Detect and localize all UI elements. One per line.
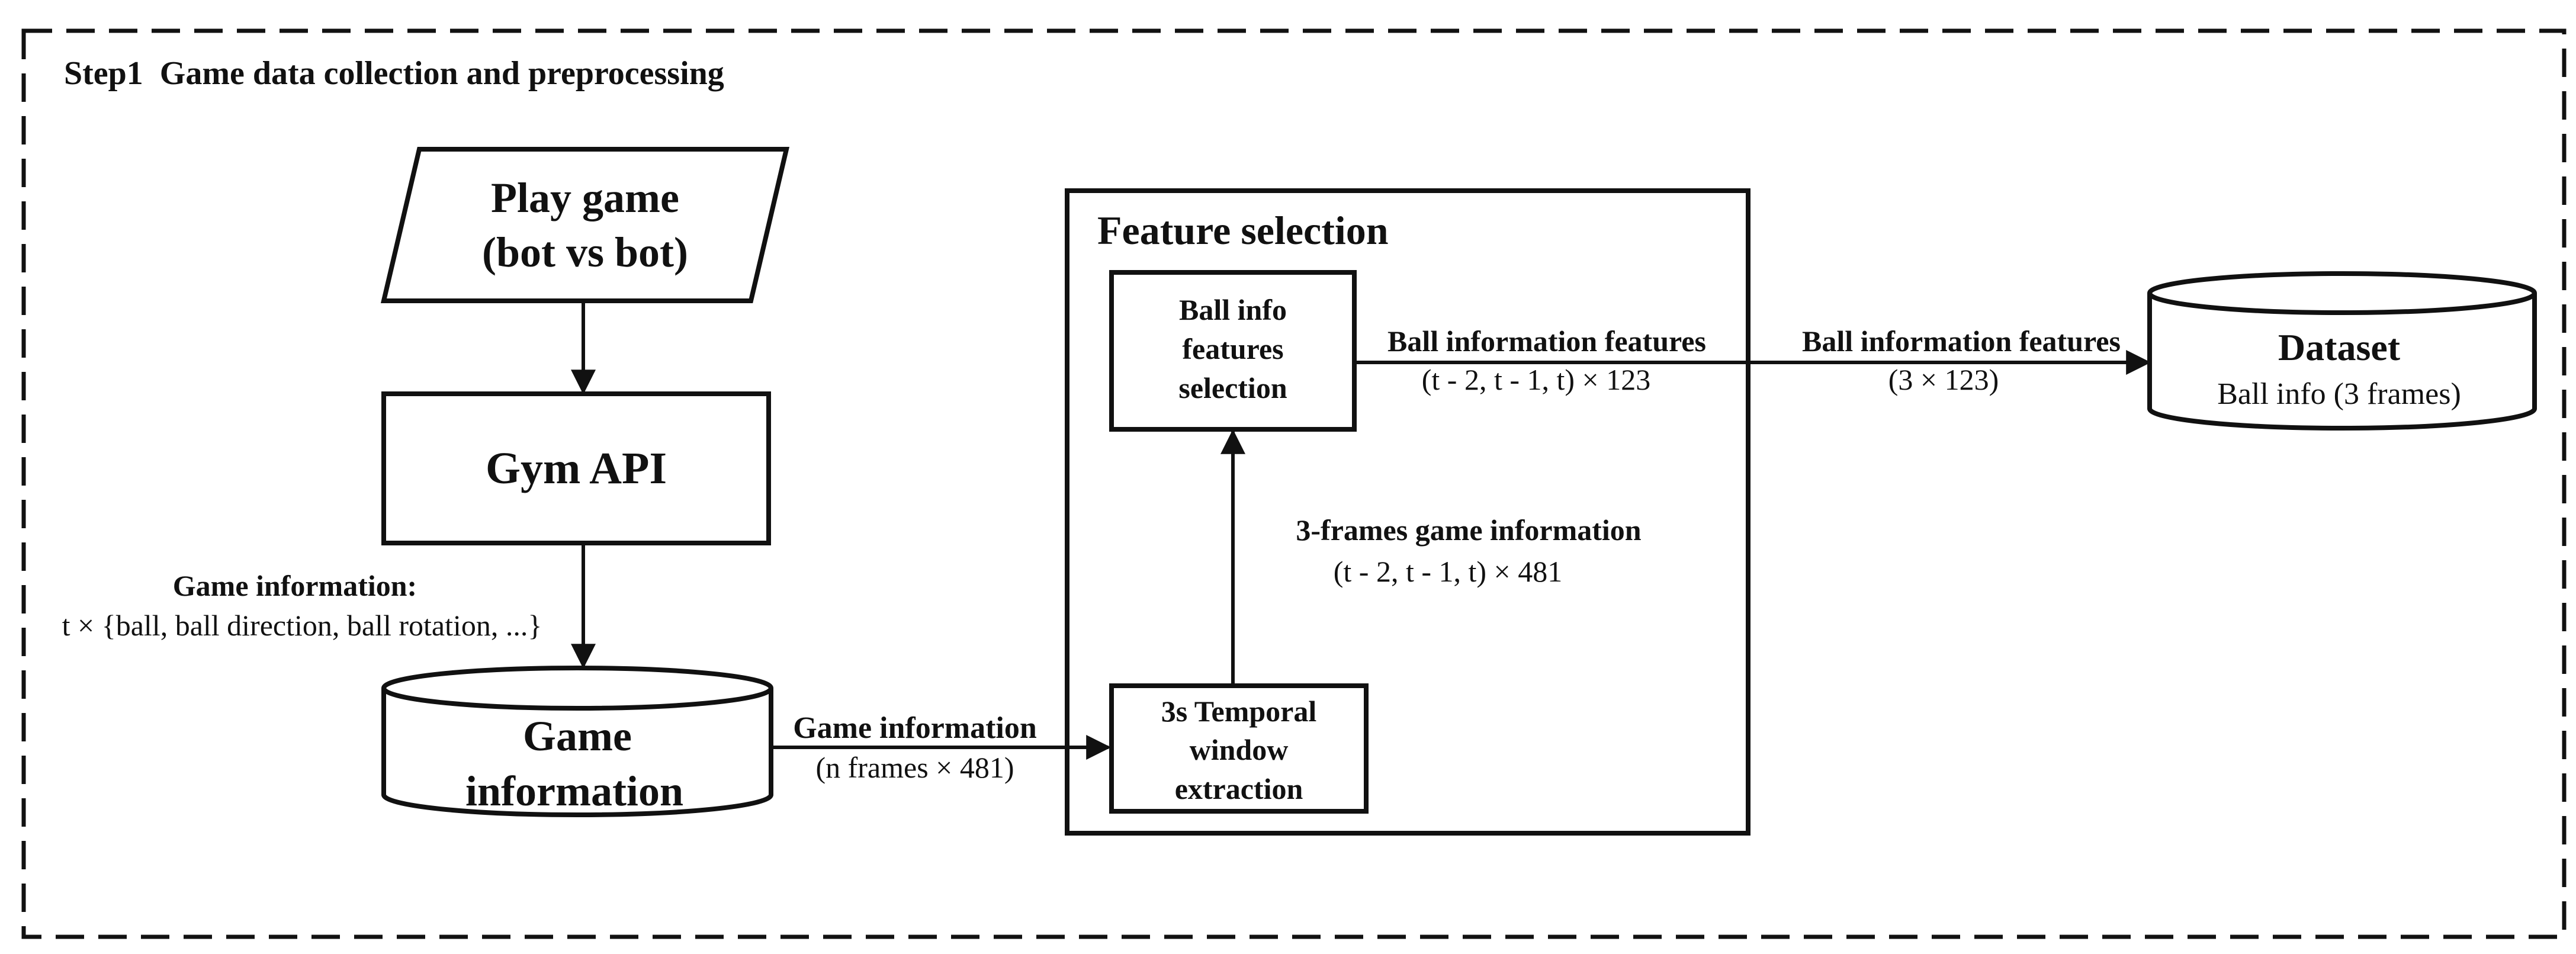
- feature-selection-group: [1065, 188, 1750, 836]
- dataset-subtitle: Ball info (3 frames): [2217, 377, 2461, 411]
- edge-ball-inner-title: Ball information features: [1387, 325, 1706, 358]
- edge-ball-outer-detail: (3 × 123): [1888, 363, 1999, 396]
- game-info-label-detail: t × {ball, ball direction, ball rotation…: [62, 609, 542, 642]
- edge-game-info-title: Game information: [793, 711, 1037, 745]
- ball-info-box-line1: Ball info: [1179, 293, 1287, 326]
- play-game-line2: (bot vs bot): [482, 229, 688, 276]
- dataset-top: [2147, 271, 2537, 315]
- temporal-window-node: [1109, 683, 1369, 814]
- dataset-title: Dataset: [2278, 326, 2401, 368]
- game-info-label-title: Game information:: [173, 569, 417, 602]
- game-info-db-line1: Game: [523, 712, 632, 760]
- ball-info-box-line2: features: [1182, 332, 1283, 365]
- gym-api-label: Gym API: [486, 444, 667, 493]
- gym-api-node: [381, 391, 771, 545]
- play-game-node: [380, 147, 790, 303]
- temporal-box-line2: window: [1190, 733, 1289, 766]
- temporal-box-line3: extraction: [1175, 772, 1303, 805]
- dataset-node: [2147, 293, 2537, 431]
- edge-3frames-detail: (t - 2, t - 1, t) × 481: [1334, 555, 1562, 588]
- feature-selection-title: Feature selection: [1097, 208, 1389, 253]
- edge-ball-inner-detail: (t - 2, t - 1, t) × 123: [1422, 363, 1650, 396]
- temporal-box-line1: 3s Temporal: [1161, 695, 1317, 728]
- step-frame: [21, 28, 2567, 939]
- edge-3frames-title: 3-frames game information: [1296, 513, 1641, 547]
- game-info-db-top: [381, 666, 773, 711]
- ball-info-box-line3: selection: [1178, 371, 1287, 404]
- edge-ball-outer-title: Ball information features: [1802, 325, 2121, 358]
- play-game-line1: Play game: [491, 174, 679, 221]
- step-title: Step1 Game data collection and preproces…: [64, 55, 724, 92]
- game-info-db-line2: information: [465, 767, 683, 815]
- edge-game-info-detail: (n frames × 481): [815, 751, 1014, 784]
- game-info-db-node: [381, 688, 773, 817]
